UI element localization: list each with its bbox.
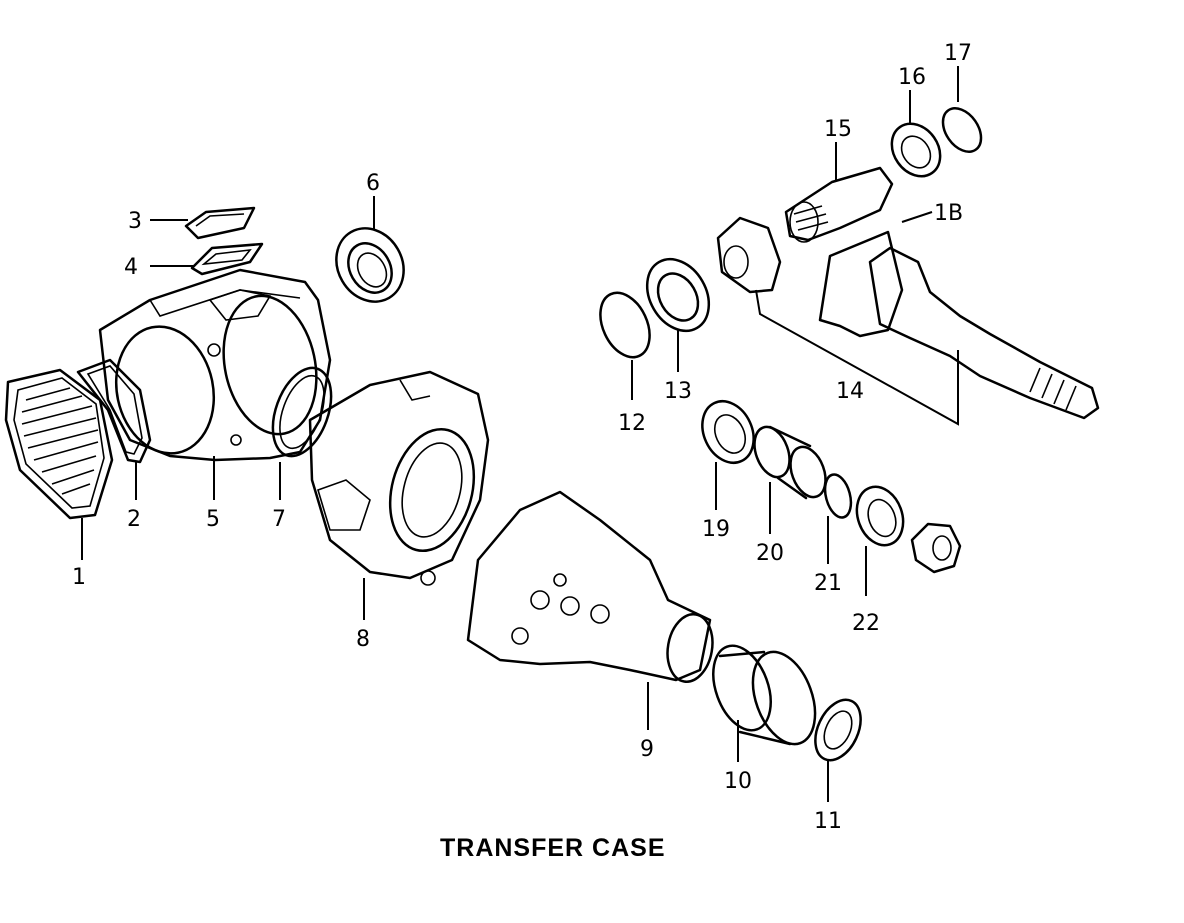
part-7-gasket <box>271 366 333 458</box>
callout-9: 9 <box>640 737 654 762</box>
part-21-ring <box>823 473 853 519</box>
part-22-bearing <box>855 485 905 547</box>
callout-3: 3 <box>128 209 142 234</box>
part-5-main-case <box>98 268 332 462</box>
callout-5: 5 <box>206 507 220 532</box>
part-6-oil-seal <box>335 227 405 303</box>
part-20-spacer <box>753 425 827 500</box>
leader-18 <box>901 211 933 223</box>
part-19-bearing <box>701 400 755 464</box>
diagram-title: TRANSFER CASE <box>440 834 666 862</box>
part-17-snap-ring <box>941 107 983 153</box>
part-13-bearing <box>645 257 711 333</box>
part-2-gasket <box>76 358 152 464</box>
part-16-bearing <box>890 122 942 178</box>
callout-21: 21 <box>814 571 842 596</box>
part-11-seal <box>814 698 862 762</box>
callout-11: 11 <box>814 809 842 834</box>
callout-4: 4 <box>124 255 138 280</box>
callout-2: 2 <box>127 507 141 532</box>
callout-18: 1B <box>934 201 963 226</box>
part-14-gear-shaft <box>716 216 1100 426</box>
callout-12: 12 <box>618 411 646 436</box>
callout-16: 16 <box>898 65 926 90</box>
part-10-sleeve <box>712 644 817 746</box>
callout-19: 19 <box>702 517 730 542</box>
part-1-rear-cover <box>4 368 114 520</box>
callout-22: 22 <box>852 611 880 636</box>
callout-7: 7 <box>272 507 286 532</box>
part-9-extension-housing <box>466 490 714 683</box>
callout-10: 10 <box>724 769 752 794</box>
lock-nut <box>910 522 962 574</box>
part-15-drive-gear <box>784 166 894 243</box>
callout-1: 1 <box>72 565 86 590</box>
callout-13: 13 <box>664 379 692 404</box>
callout-14: 14 <box>836 379 864 404</box>
part-12-snap-ring <box>599 291 651 359</box>
callout-17: 17 <box>944 41 972 66</box>
callout-15: 15 <box>824 117 852 142</box>
part-8-case-housing <box>308 370 490 586</box>
part-4-gasket-plate <box>190 242 264 276</box>
callout-6: 6 <box>366 171 380 196</box>
part-3-plate <box>184 206 256 240</box>
callout-8: 8 <box>356 627 370 652</box>
callout-20: 20 <box>756 541 784 566</box>
